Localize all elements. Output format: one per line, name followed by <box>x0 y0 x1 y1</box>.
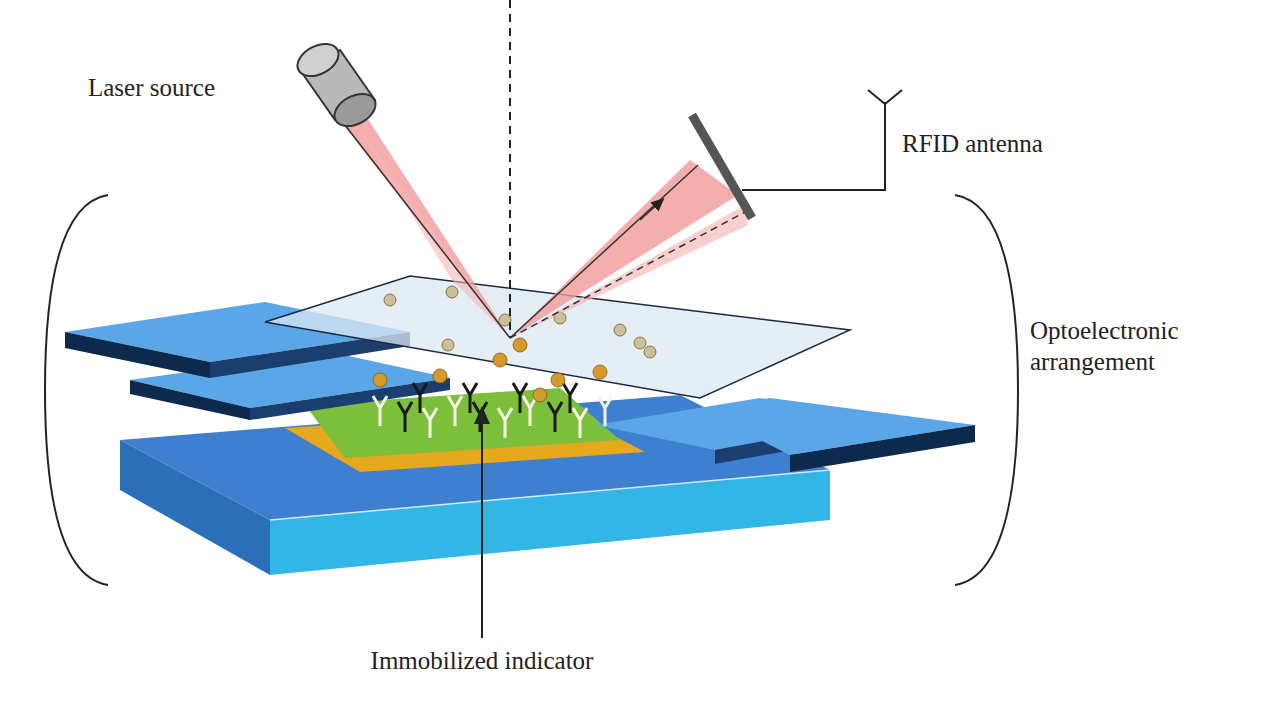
nanoparticle <box>533 388 547 402</box>
substrate-front <box>270 470 830 575</box>
antibody <box>413 383 427 413</box>
normal-line <box>509 0 511 338</box>
photodetector <box>692 115 752 218</box>
antenna-wire <box>742 102 885 190</box>
nanoparticle <box>373 373 387 387</box>
label-text: Optoelectronic arrangement <box>1030 315 1255 378</box>
antibody <box>473 402 487 432</box>
substrate-side <box>120 440 270 575</box>
antenna-symbol <box>868 90 902 104</box>
right-bracket <box>955 195 1018 585</box>
nanoparticle <box>513 338 527 352</box>
antibody <box>423 408 437 438</box>
antibody <box>463 383 477 413</box>
antibody <box>548 402 562 432</box>
nanoparticle <box>634 337 646 349</box>
left-bracket <box>45 195 108 585</box>
nanoparticle <box>593 365 607 379</box>
label-text: RFID antenna <box>902 128 1043 159</box>
antibody <box>373 396 387 426</box>
nanoparticle <box>644 346 656 358</box>
antibody <box>448 396 462 426</box>
antibody <box>498 408 512 438</box>
antibody-layer <box>373 383 612 438</box>
nanoparticle <box>446 286 458 298</box>
antibody <box>563 383 577 413</box>
antibody <box>573 408 587 438</box>
antibody <box>398 402 412 432</box>
nanoparticle <box>442 339 454 351</box>
laser-source <box>292 37 381 132</box>
nanoparticle <box>614 324 626 336</box>
nanoparticles <box>373 286 656 402</box>
nanoparticle <box>493 353 507 367</box>
incident-beam <box>338 110 510 338</box>
reflected-beam <box>510 160 738 338</box>
label-text: Laser source <box>88 72 215 103</box>
antibody <box>513 383 527 413</box>
leader-line <box>481 414 483 638</box>
label-text: Immobilized indicator <box>371 645 594 676</box>
antibody <box>598 396 612 426</box>
antibody <box>523 396 537 426</box>
nanoparticle <box>551 373 565 387</box>
nanoparticle <box>384 294 396 306</box>
nanoparticle <box>433 369 447 383</box>
